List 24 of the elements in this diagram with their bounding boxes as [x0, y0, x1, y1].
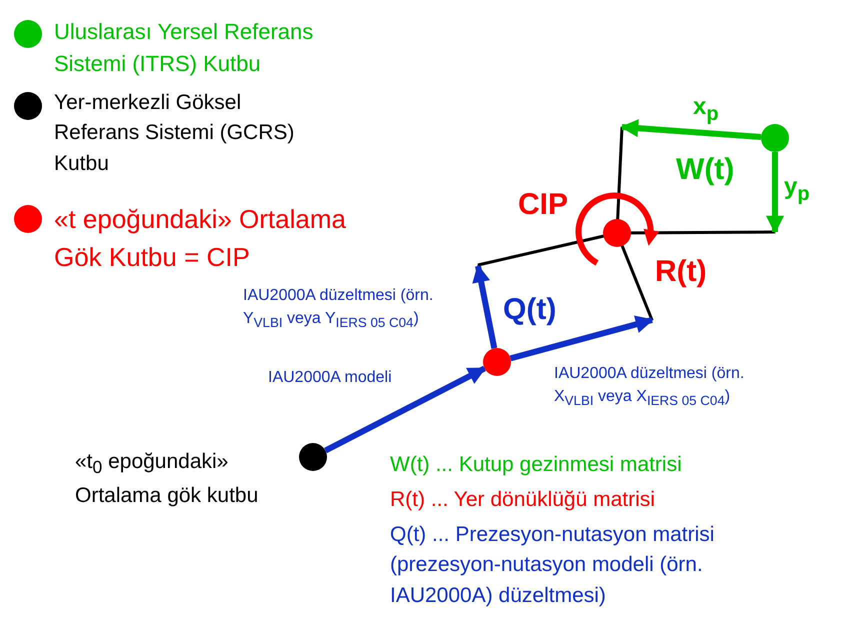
- edge-label: IAU2000A düzeltmesi (örn. X$_{VLBI}$ veya X$_{IERS 05 C04}$): [554, 364, 746, 410]
- edge-label: x$_{p}$: [693, 92, 720, 127]
- edge-label: y$_{p}$: [784, 172, 811, 207]
- arrow: [324, 366, 486, 454]
- legend-note: Q(t) ... Prezesyon-nutasyon matrisi (prezesyon-nutasyon modeli (örn. IAU2000A) düzeltmesi): [390, 522, 716, 609]
- arrow: [472, 264, 498, 349]
- legend-text: «t epoğundaki» Ortalama Gök Kutbu = CIP: [54, 203, 347, 274]
- pole-caption: «t$_{0}$ epoğundaki» Ortalama gök kutbu: [75, 449, 260, 509]
- pole-dot: [299, 443, 327, 471]
- legend-text: Uluslarası Yersel Referans Sistemi (ITRS) Kutbu: [54, 18, 314, 78]
- matrix-symbol: R(t): [655, 254, 708, 290]
- legend-note: R(t) ... Yer dönüklüğü matrisi: [390, 487, 656, 513]
- pole-dot: [761, 124, 789, 152]
- pole-caption: CIP: [518, 187, 570, 223]
- edge-label: IAU2000A düzeltmesi (örn. Y$_{VLBI}$ veya Y$_{IERS 05 C04}$): [243, 286, 434, 332]
- arrow: [766, 152, 784, 234]
- edge-label: IAU2000A modeli: [268, 368, 393, 388]
- legend-text: Yer-merkezli Göksel Referans Sistemi (GCRS) Kutbu: [54, 90, 296, 177]
- arrow: [620, 119, 762, 140]
- legend-note: W(t) ... Kutup gezinmesi matrisi: [390, 452, 683, 478]
- matrix-symbol: W(t): [676, 152, 736, 188]
- pole-dot: [483, 348, 511, 376]
- pole-dot: [603, 219, 631, 247]
- matrix-symbol: Q(t): [503, 292, 558, 328]
